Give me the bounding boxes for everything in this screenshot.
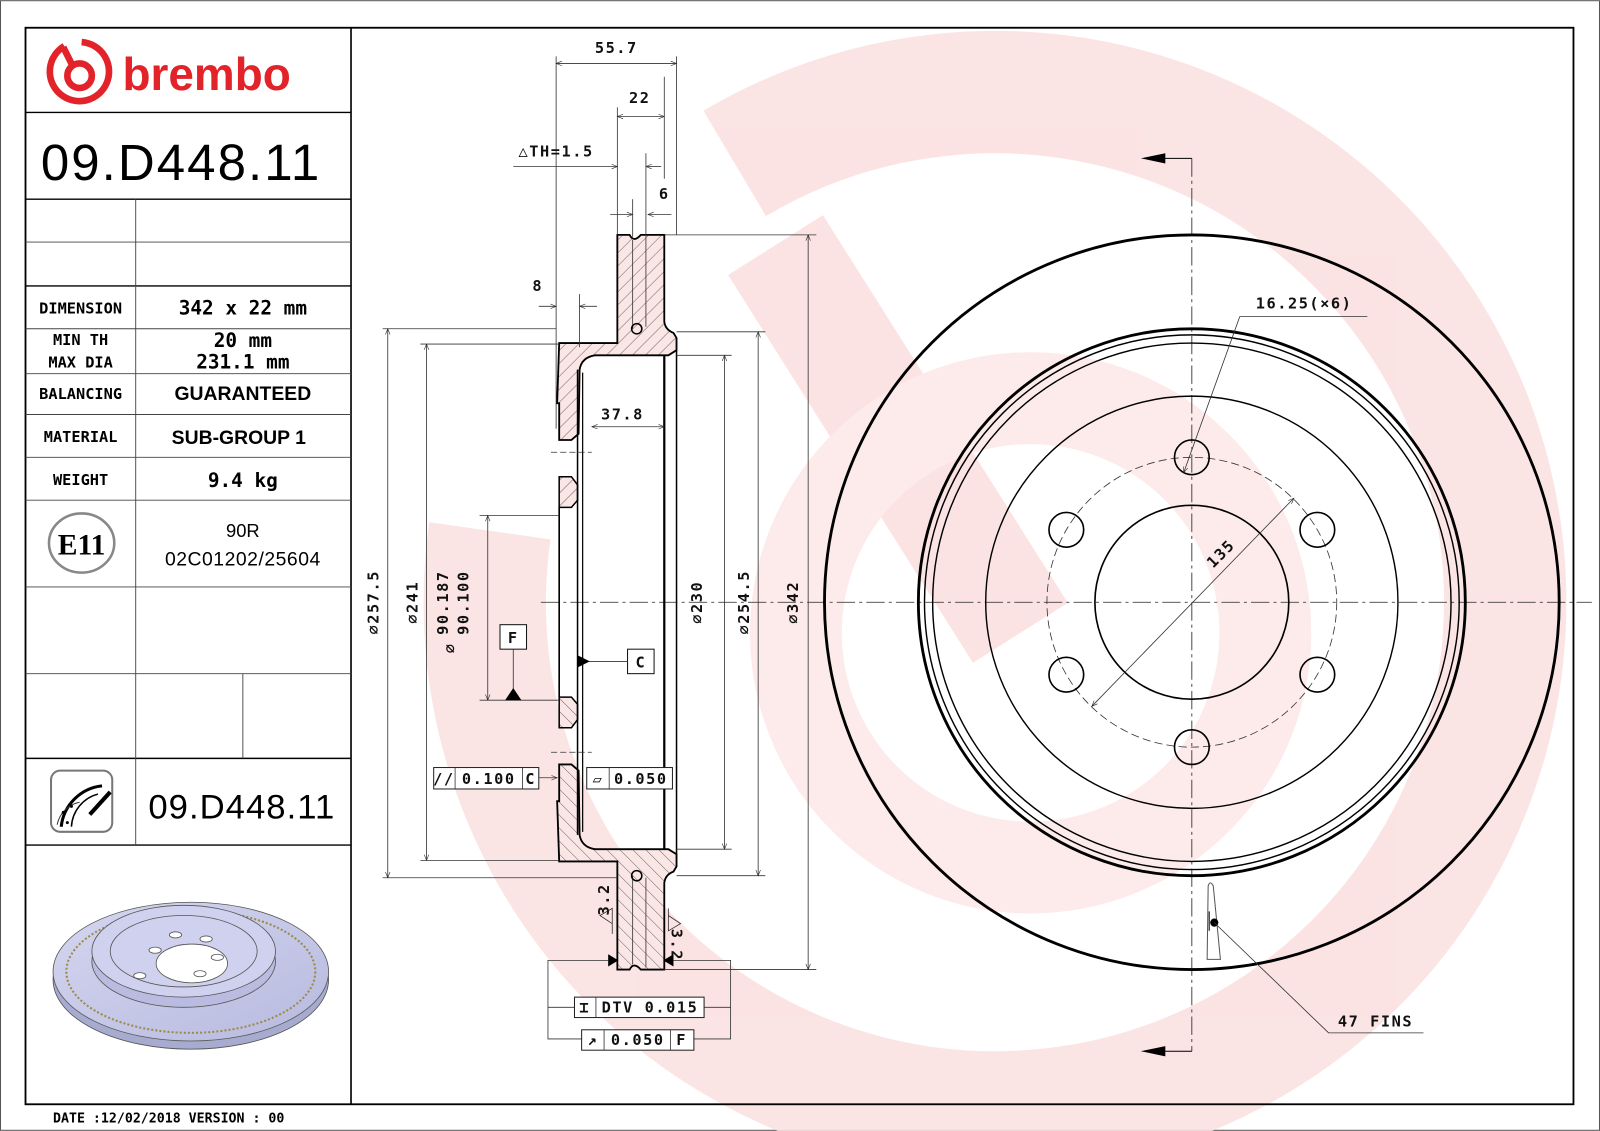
svg-text:C: C [635,654,646,672]
section-cut-marker-bottom [1140,1046,1192,1057]
brembo-logo: brembo [46,38,291,105]
dim-6: 6 [659,185,670,203]
dim-d257-5: ⌀257.5 [365,570,383,634]
svg-text:3.2: 3.2 [595,883,613,915]
date-version: DATE :12/02/2018 VERSION : 00 [53,1112,284,1127]
front-view: 135 16.25(×6) 47 FINS [823,153,1561,1057]
dim-37-8: 37.8 [601,406,644,424]
dim-22: 22 [629,89,650,107]
dim-d241: ⌀241 [403,581,421,624]
section-cut-marker-top [1140,153,1192,164]
dim-bolt-hole: 16.25(×6) [1256,294,1353,312]
disc-brake-icon [50,769,114,833]
bolt-hole [1048,511,1085,548]
svg-text:0.050: 0.050 [614,770,668,788]
section-profile-upper [556,233,678,509]
spec-value-weight: 9.4 kg [208,469,278,492]
svg-text:▱: ▱ [593,770,604,788]
svg-text:F: F [676,1031,687,1049]
spec-label-max-dia: MAX DIA [48,354,112,372]
brembo-logo-icon [46,38,113,105]
svg-text:↗: ↗ [587,1031,598,1049]
bolt-hole [1048,656,1085,693]
dim-hub-min: 90.100 [454,570,472,634]
spec-value-material: SUB-GROUP 1 [172,427,306,449]
dim-55-7: 55.7 [595,39,638,57]
svg-text:DTV 0.015: DTV 0.015 [602,998,699,1016]
part-number-footer: 09.D448.11 [148,789,335,827]
spec-value-min-th: 20 mm [214,329,272,352]
dim-8: 8 [532,277,543,295]
datum-f: F [499,624,528,701]
hat-outer-edge [916,327,1467,878]
disc-outer-edge [823,233,1561,972]
runout-tolerance: ↗ 0.050 F [581,1029,695,1051]
dim-hub-diameter-symbol: ⌀ [441,643,459,654]
spec-label-min-th: MIN TH [53,331,108,349]
svg-text://: // [433,770,454,788]
dtv-tolerance: ⌶ DTV 0.015 [573,996,705,1019]
svg-text:0.100: 0.100 [462,770,516,788]
bolt-hole [1173,728,1210,766]
datum-c: C [577,648,655,675]
flatness-tolerance: ▱ 0.050 [586,767,673,790]
svg-text:E11: E11 [58,529,106,561]
bolt-hole [1299,656,1336,693]
surface-finish-left: 3.2 [595,883,613,934]
svg-text:3.2: 3.2 [667,929,685,961]
spec-value-balancing: GUARANTEED [174,383,311,405]
title-block [25,27,352,1105]
dim-th-tolerance: △TH=1.5 [519,142,594,160]
spec-label-weight: WEIGHT [53,471,108,489]
bolt-circle [1046,456,1338,748]
spec-label-balancing: BALANCING [39,385,122,403]
approval-code-1: 90R [226,520,260,541]
svg-text:0.050: 0.050 [611,1031,665,1049]
spec-value-max-dia: 231.1 mm [196,351,289,374]
fin-outline [1206,882,1221,960]
dim-d254-5: ⌀254.5 [735,570,753,634]
spec-label-material: MATERIAL [44,428,118,446]
svg-text:C: C [525,770,536,788]
approval-code-2: 02C01202/25604 [165,548,321,570]
drawing-frame [24,26,1575,1106]
svg-text:⌶: ⌶ [579,998,590,1016]
section-view: 55.7 22 △TH=1.5 6 8 37.8 ⌀257.5 ⌀241 ⌀ 9… [365,39,1592,1051]
part-number-title: 09.D448.11 [41,134,321,191]
disc-3d-render [52,901,329,1050]
spec-value-dimension: 342 x 22 mm [179,296,307,319]
dim-d342: ⌀342 [784,581,802,624]
fins-label: 47 FINS [1338,1013,1413,1031]
e11-approval-mark: E11 [47,512,116,574]
bolt-hole [1299,511,1336,548]
mounting-face [985,395,1399,810]
dim-hub-max: 90.187 [434,570,452,634]
surface-finish-right: 3.2 [667,908,685,961]
bolt-hole [1173,439,1210,476]
dim-d230: ⌀230 [688,581,706,624]
brand-name: brembo [122,48,290,100]
parallelism-tolerance: // 0.100 C [433,767,558,790]
bolt-holes [1048,439,1336,766]
svg-text:F: F [508,629,519,647]
spec-label-dimension: DIMENSION [39,299,122,317]
